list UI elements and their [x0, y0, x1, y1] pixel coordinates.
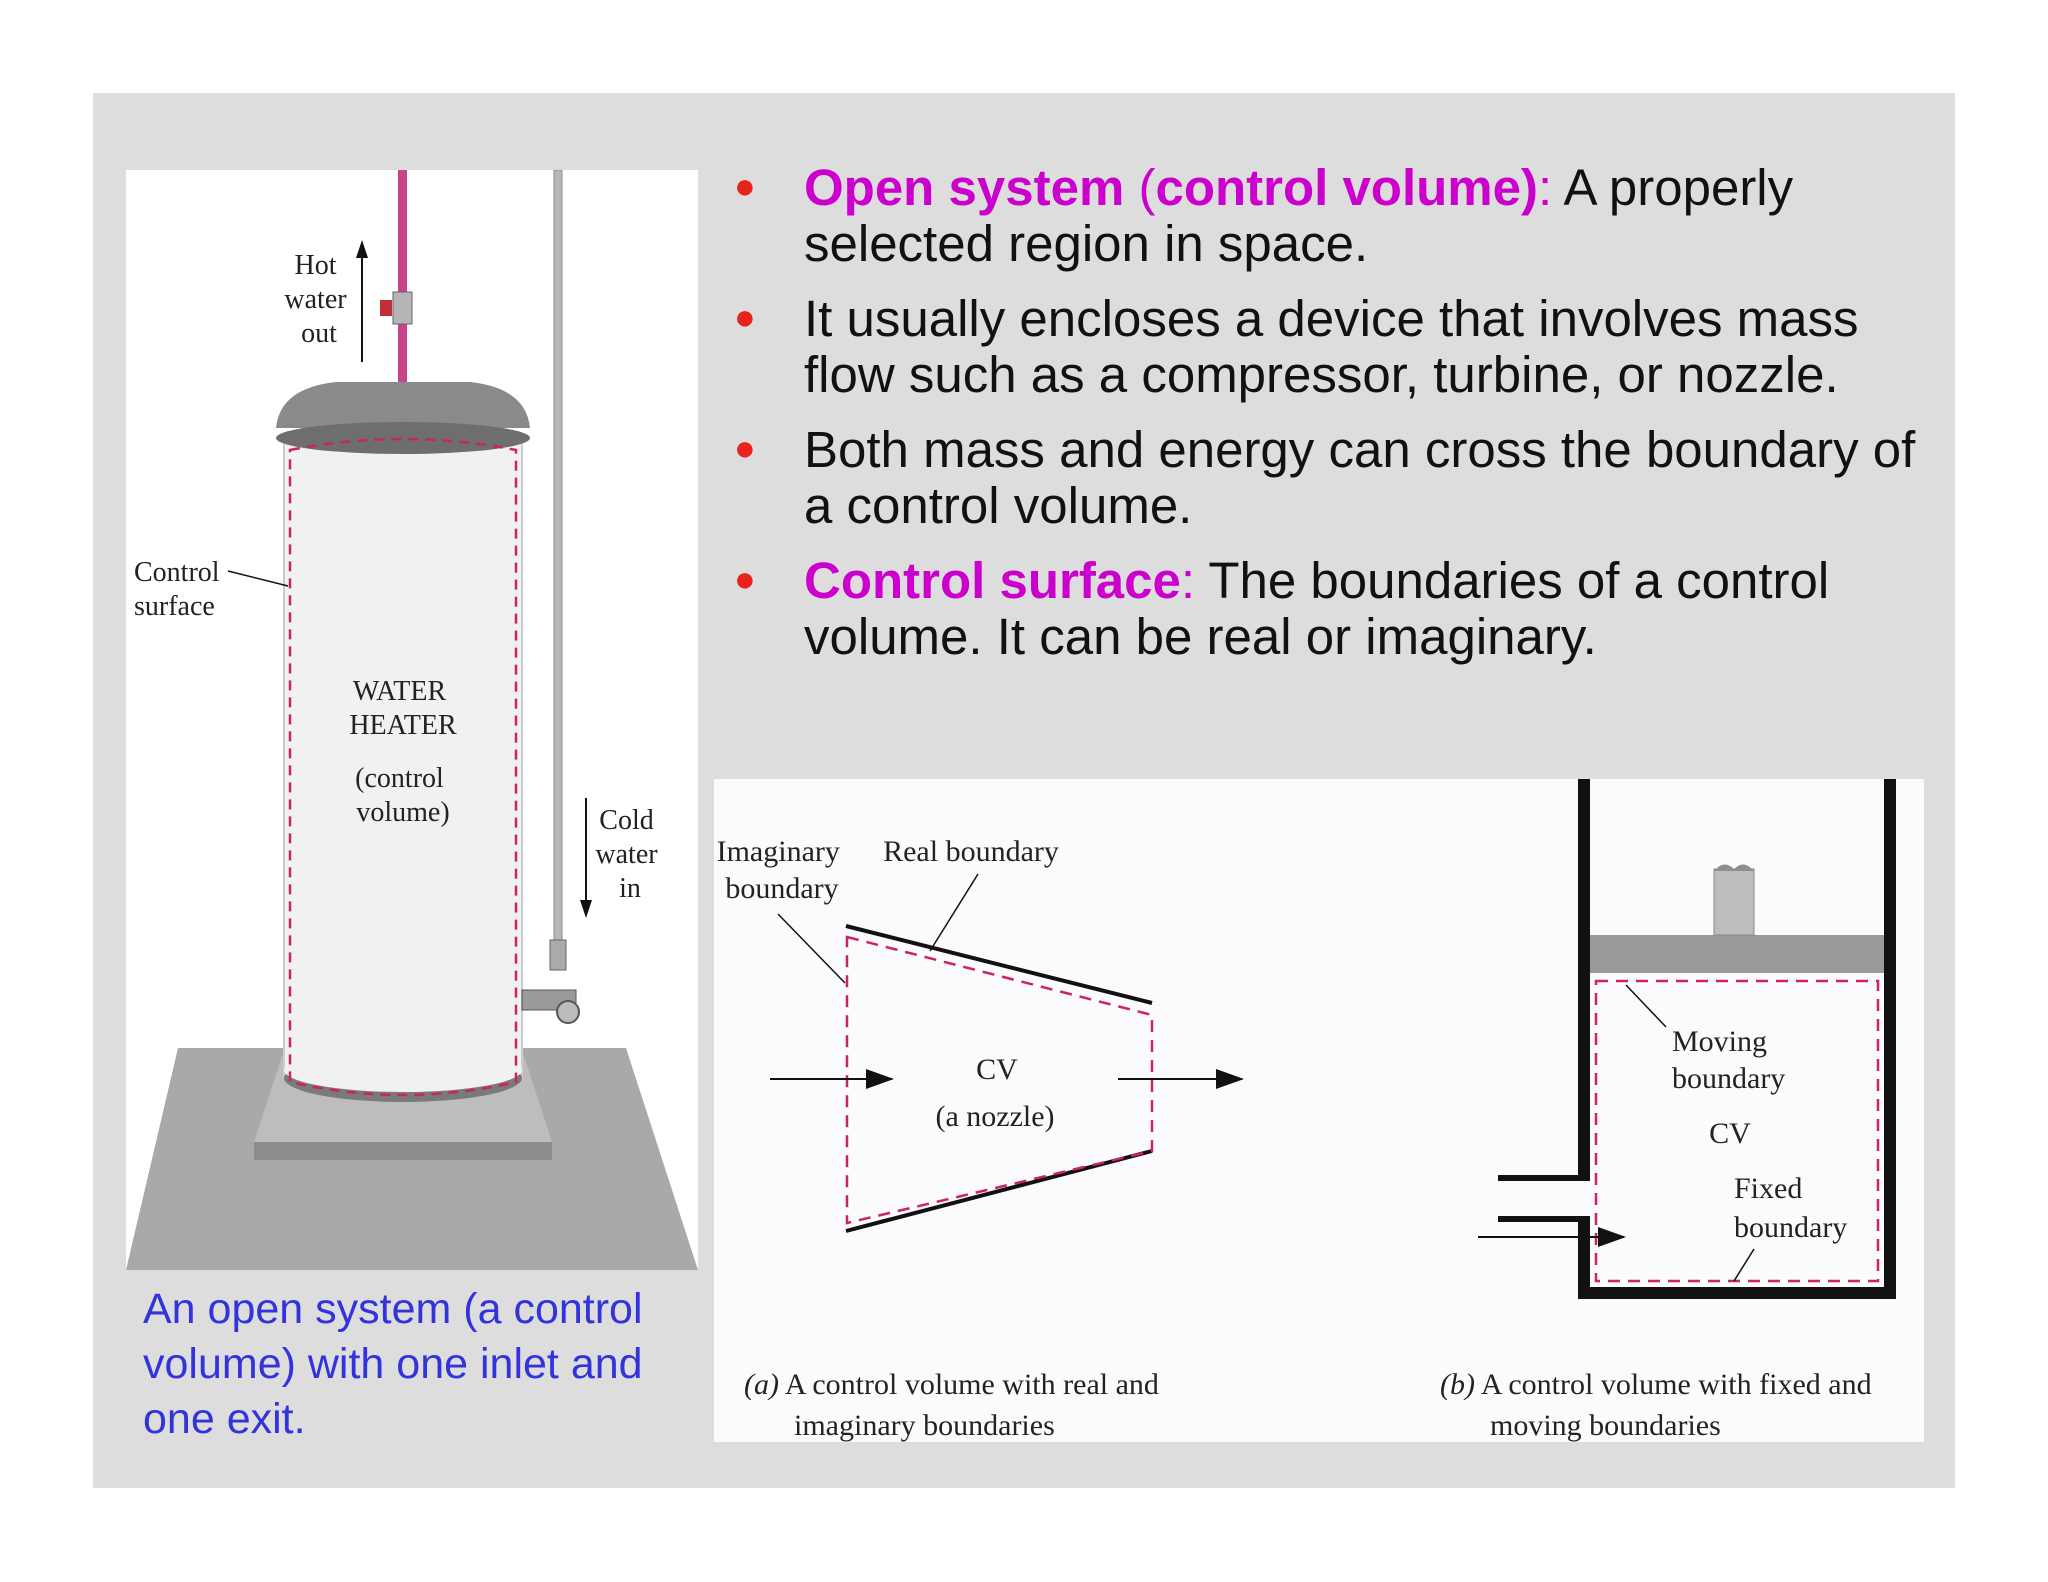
control-surface-label: Control surface [134, 557, 227, 622]
hot-water-pipe [398, 170, 407, 382]
cv-diagrams: Imaginary boundary Real boundary CV (a n… [717, 779, 1896, 1442]
piston-rod [1713, 868, 1755, 936]
piston-boundary-dashed [1594, 979, 1880, 1283]
piston-head [1590, 935, 1884, 973]
control-volume-figures: Imaginary boundary Real boundary CV (a n… [714, 779, 1924, 1442]
bullet-mass-energy: ● Both mass and energy can cross the bou… [734, 421, 1916, 534]
bullet-control-surface: ● Control surface: The boundaries of a c… [734, 552, 1830, 665]
nozzle-diagram: Imaginary boundary Real boundary CV (a n… [717, 835, 1244, 1442]
nozzle-sub-label: (a nozzle) [935, 1100, 1054, 1133]
bullet-open-system: ● Open system (control volume): A proper… [734, 159, 1794, 272]
bullet-dot-icon: ● [734, 558, 756, 599]
bullet-dot-icon: ● [734, 165, 756, 206]
moving-boundary-label: Moving boundary [1672, 1025, 1785, 1095]
fixed-boundary-label: Fixed boundary [1734, 1172, 1847, 1244]
bullet-dot-icon: ● [734, 296, 756, 337]
water-heater-illustration: Hot water out Cold water in Control surf… [126, 170, 698, 1270]
nozzle-boundary-dashed [845, 935, 1154, 1225]
imaginary-boundary-label: Imaginary boundary [717, 835, 848, 905]
hot-water-label: Hot water out [284, 250, 353, 349]
piston-cylinder-diagram: Moving boundary CV Fixed boundary (b) A … [1440, 779, 1896, 1442]
control-surface-dashed [288, 437, 518, 1097]
cold-water-label: Cold water in [595, 805, 664, 904]
piston-cv-label: CV [1709, 1117, 1751, 1150]
water-heater-caption: An open system (a control volume) with o… [143, 1285, 643, 1443]
nozzle-cv-label: CV [976, 1053, 1018, 1086]
caption-b: (b) A control volume with fixed and movi… [1440, 1368, 1879, 1442]
bullet-encloses-device: ● It usually encloses a device that invo… [734, 290, 1859, 403]
real-boundary-label: Real boundary [883, 835, 1059, 868]
control-volume-label: (control volume) [355, 763, 451, 828]
heater-lid [276, 382, 530, 428]
cold-water-pipe [553, 170, 563, 951]
water-heater-figure: Hot water out Cold water in Control surf… [126, 170, 698, 1270]
bullet-dot-icon: ● [734, 427, 756, 468]
bullet-list: ● Open system (control volume): A proper… [724, 160, 1944, 684]
caption-a: (a) A control volume with real and imagi… [744, 1368, 1166, 1442]
water-heater-title: WATER HEATER [349, 676, 457, 741]
heater-tank [283, 437, 523, 1079]
